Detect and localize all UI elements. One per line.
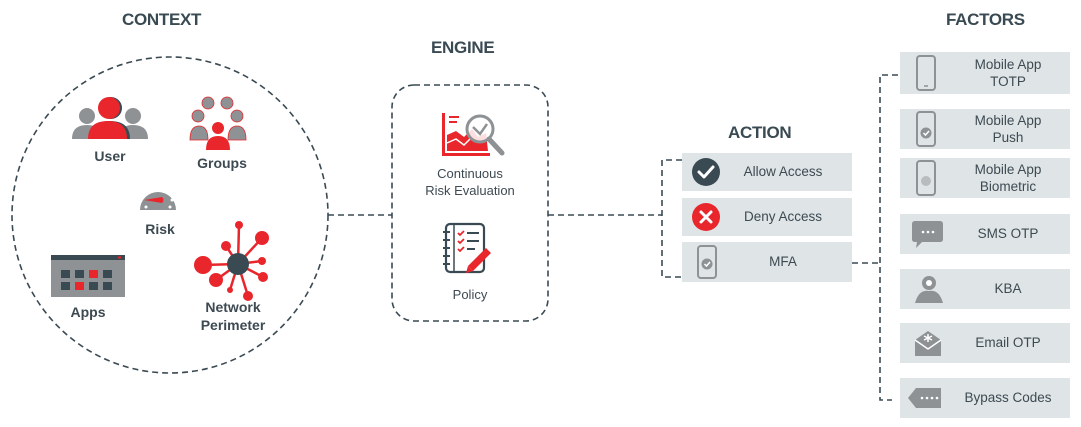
tag-code-icon <box>908 388 941 408</box>
check-circle-icon <box>692 158 720 186</box>
action-bracket <box>661 159 682 278</box>
x-circle-icon <box>692 203 720 231</box>
chat-bubble-icon <box>912 221 943 248</box>
context-groups-label: Groups <box>197 155 247 171</box>
mobile-push-line2: Push <box>992 130 1024 145</box>
mobile-totp-line1: Mobile App <box>974 57 1042 72</box>
network-label-line2: Perimeter <box>200 317 266 333</box>
mobile-totp-label: Mobile App TOTP <box>952 56 1064 90</box>
allow-access-label: Allow Access <box>743 164 823 179</box>
risk-chart-magnifier-icon <box>442 113 505 156</box>
bypass-codes-label: Bypass Codes <box>964 390 1052 405</box>
policy-checklist-icon <box>443 222 491 274</box>
mobile-totp-line2: TOTP <box>990 74 1026 89</box>
factors-heading: FACTORS <box>946 10 1025 29</box>
factor-sms-otp[interactable]: SMS OTP <box>900 214 1070 254</box>
person-gear-icon <box>915 276 943 303</box>
context-risk-label: Risk <box>145 221 175 237</box>
deny-access-label: Deny Access <box>743 209 823 224</box>
mobile-icon <box>916 55 936 91</box>
action-allow-access[interactable]: Allow Access <box>682 153 852 191</box>
apps-grid-icon <box>51 255 125 297</box>
factor-mobile-totp[interactable]: Mobile App TOTP <box>900 52 1070 94</box>
action-deny-access[interactable]: Deny Access <box>682 198 852 236</box>
engine-policy-label: Policy <box>452 287 488 302</box>
action-mfa[interactable]: MFA <box>682 242 852 282</box>
context-heading: CONTEXT <box>122 10 202 29</box>
action-heading: ACTION <box>728 123 792 142</box>
network-label-line1: Network <box>205 299 261 315</box>
factor-bypass-codes[interactable]: Bypass Codes <box>900 378 1070 418</box>
mobile-push-line1: Mobile App <box>974 113 1042 128</box>
factor-email-otp[interactable]: Email OTP <box>900 323 1070 363</box>
mobile-check-icon <box>697 245 717 279</box>
context-circle <box>11 56 329 374</box>
gauge-icon <box>140 181 176 210</box>
factor-kba[interactable]: KBA <box>900 269 1070 309</box>
mobile-biometric-label: Mobile App Biometric <box>952 161 1064 195</box>
mobile-fingerprint-icon <box>916 160 936 196</box>
mobile-push-icon <box>916 111 936 147</box>
engine-risk-label: Continuous Risk Evaluation <box>405 165 535 199</box>
factors-bracket <box>879 74 898 401</box>
risk-eval-line2: Risk Evaluation <box>425 183 515 198</box>
factor-mobile-biometric[interactable]: Mobile App Biometric <box>900 158 1070 198</box>
mobile-biometric-line1: Mobile App <box>974 162 1042 177</box>
kba-label: KBA <box>994 281 1022 296</box>
context-apps-label: Apps <box>70 304 106 320</box>
envelope-icon <box>914 331 942 356</box>
sms-otp-label: SMS OTP <box>977 226 1039 241</box>
email-otp-label: Email OTP <box>975 335 1041 350</box>
context-network-label: Network Perimeter <box>188 298 278 334</box>
user-icon <box>72 97 148 139</box>
risk-eval-line1: Continuous <box>437 166 503 181</box>
groups-icon <box>189 96 247 150</box>
factor-mobile-push[interactable]: Mobile App Push <box>900 109 1070 149</box>
mobile-push-label: Mobile App Push <box>952 112 1064 146</box>
engine-heading: ENGINE <box>431 38 495 57</box>
engine-box <box>391 84 549 322</box>
mobile-biometric-line2: Biometric <box>979 179 1037 194</box>
network-icon <box>194 221 269 301</box>
context-user-label: User <box>94 148 126 164</box>
mfa-label: MFA <box>769 254 797 269</box>
